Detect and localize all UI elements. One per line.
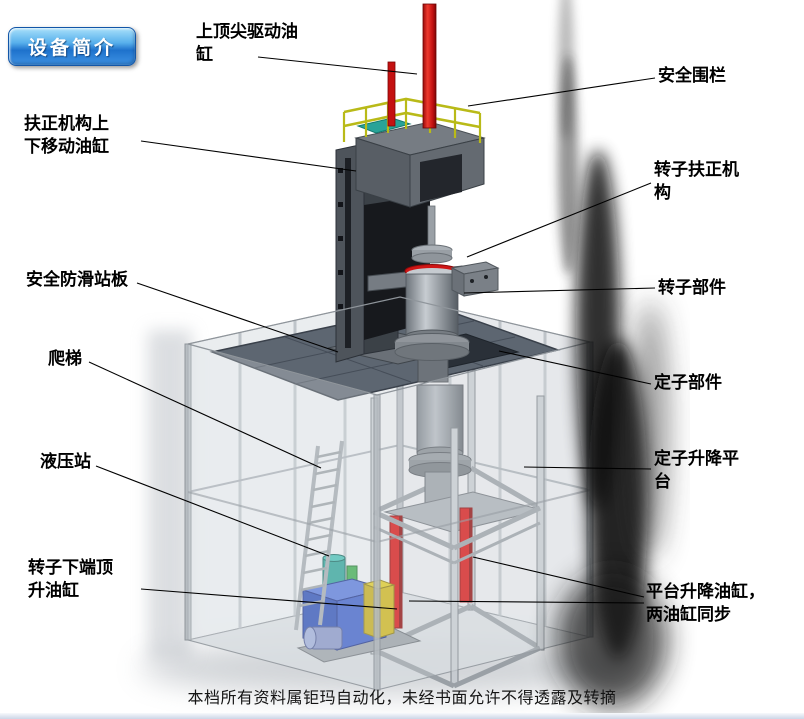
bottom-edge-strip xyxy=(0,713,804,719)
callout-antislip-platform: 安全防滑站板 xyxy=(26,270,128,289)
press-head xyxy=(354,121,486,208)
callout-safety-fence: 安全围栏 xyxy=(658,66,726,85)
callout-hydraulic-station: 液压站 xyxy=(40,452,91,471)
callout-platform-lift-cylinders: 平台升降油缸， 两油缸同步 xyxy=(646,582,765,625)
callout-stator-component: 定子部件 xyxy=(654,373,722,392)
leader-lines xyxy=(88,56,656,610)
confidentiality-note: 本档所有资料属钜玛自动化，未经书面允许不得透露及转摘 xyxy=(187,690,617,707)
callout-rotor-bottom-jack: 转子下端顶 升油缸 xyxy=(28,558,113,601)
access-ladder xyxy=(294,440,344,631)
callout-rotor-centering-mechanism: 转子扶正机 构 xyxy=(654,160,739,203)
callout-centering-lift-cylinder: 扶正机构上 下移动油缸 xyxy=(24,114,109,157)
callout-top-spindle-cylinder: 上顶尖驱动油 缸 xyxy=(196,22,298,65)
rotor-assembly xyxy=(367,205,500,383)
callout-rotor-component: 转子部件 xyxy=(658,278,726,297)
slide-title-badge: 设备简介 xyxy=(8,27,136,66)
smoke-shadow-artifact xyxy=(557,0,668,708)
callout-stator-lift-platform: 定子升降平 台 xyxy=(654,449,739,492)
slide-title-text: 设备简介 xyxy=(27,38,116,59)
callout-ladder: 爬梯 xyxy=(48,349,82,368)
top-drive-rod xyxy=(387,3,437,129)
